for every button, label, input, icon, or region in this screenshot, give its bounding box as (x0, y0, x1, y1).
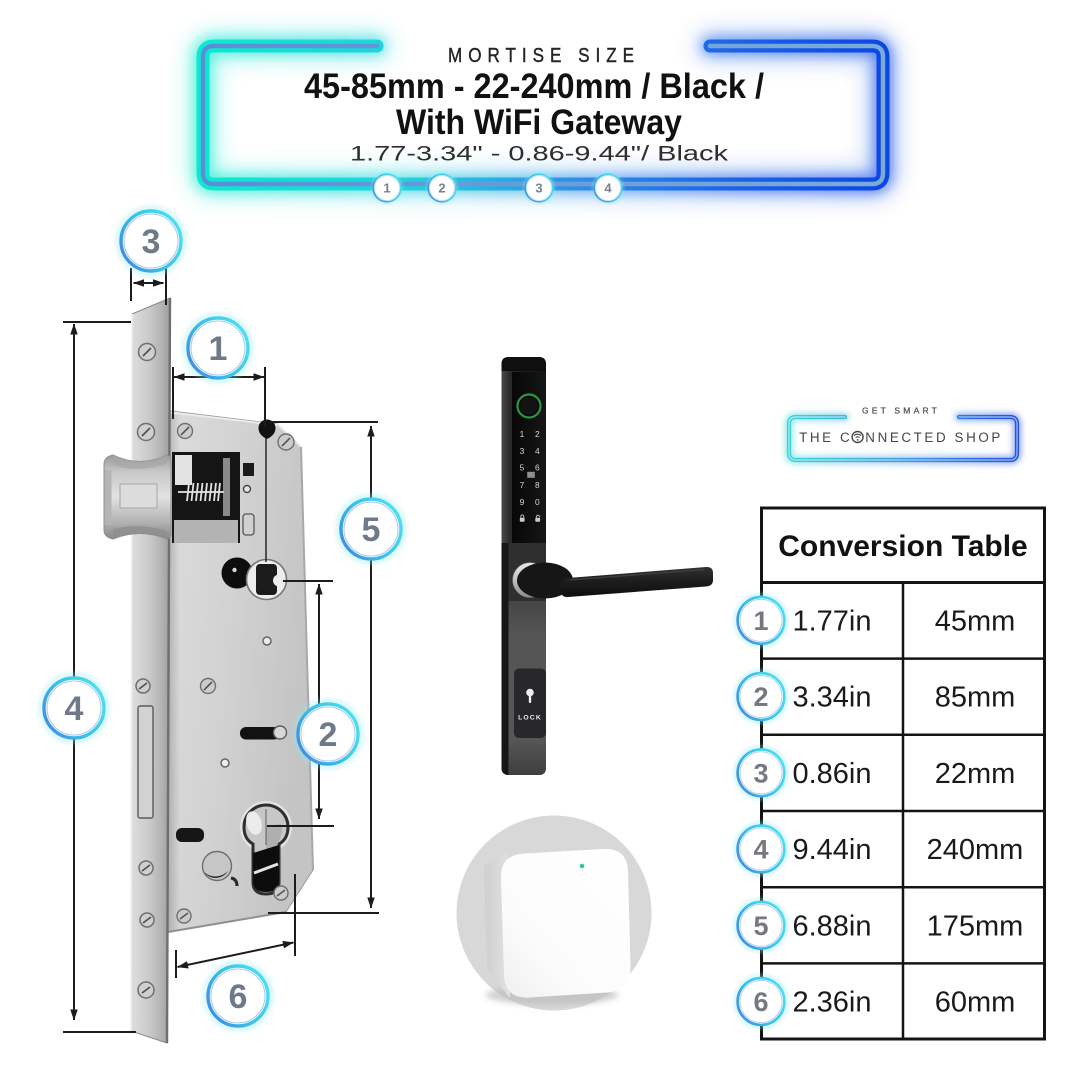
svg-text:1: 1 (520, 429, 525, 439)
svg-text:3: 3 (753, 758, 768, 788)
svg-text:240mm: 240mm (927, 834, 1024, 866)
svg-text:1.77-3.34" - 0.86-9.44"/ Black: 1.77-3.34" - 0.86-9.44"/ Black (350, 143, 729, 166)
svg-text:85mm: 85mm (935, 682, 1016, 714)
svg-text:GET SMART: GET SMART (862, 406, 940, 416)
svg-text:3: 3 (520, 446, 525, 456)
svg-text:Conversion Table: Conversion Table (778, 530, 1028, 563)
svg-text:0: 0 (535, 497, 540, 507)
svg-text:1: 1 (753, 606, 768, 636)
svg-text:1: 1 (383, 181, 390, 196)
svg-text:3: 3 (142, 223, 161, 261)
svg-text:5: 5 (362, 511, 381, 549)
svg-text:22mm: 22mm (935, 758, 1016, 790)
svg-text:1.77in: 1.77in (792, 606, 871, 638)
svg-text:8: 8 (535, 480, 540, 490)
svg-text:3: 3 (535, 181, 542, 196)
svg-text:LOCK: LOCK (518, 715, 542, 722)
svg-text:5: 5 (520, 462, 525, 472)
svg-text:1: 1 (209, 330, 228, 368)
svg-text:60mm: 60mm (935, 987, 1016, 1019)
svg-text:With WiFi Gateway: With WiFi Gateway (396, 103, 682, 142)
svg-text:6: 6 (753, 987, 768, 1017)
svg-text:2: 2 (535, 429, 540, 439)
svg-text:5: 5 (753, 911, 768, 941)
svg-text:4: 4 (753, 835, 768, 865)
svg-text:175mm: 175mm (927, 910, 1024, 942)
svg-text:2: 2 (753, 682, 768, 712)
svg-text:45-85mm - 22-240mm / Black /: 45-85mm - 22-240mm / Black / (304, 67, 764, 106)
svg-text:45mm: 45mm (935, 606, 1016, 638)
svg-text:MORTISE SIZE: MORTISE SIZE (448, 45, 640, 67)
svg-text:3.34in: 3.34in (792, 682, 871, 714)
svg-text:6.88in: 6.88in (792, 910, 871, 942)
svg-text:9: 9 (520, 497, 525, 507)
svg-text:4: 4 (535, 446, 540, 456)
svg-text:6: 6 (535, 462, 540, 472)
svg-text:2: 2 (438, 181, 445, 196)
svg-text:4: 4 (65, 690, 84, 728)
svg-text:0.86in: 0.86in (792, 758, 871, 790)
svg-text:6: 6 (229, 978, 248, 1016)
svg-text:2: 2 (319, 716, 338, 754)
svg-text:7: 7 (520, 480, 525, 490)
svg-text:4: 4 (604, 181, 612, 196)
svg-text:2.36in: 2.36in (792, 987, 871, 1019)
svg-text:9.44in: 9.44in (792, 834, 871, 866)
svg-text:THE CONNECTED SHOP: THE CONNECTED SHOP (799, 430, 1003, 445)
